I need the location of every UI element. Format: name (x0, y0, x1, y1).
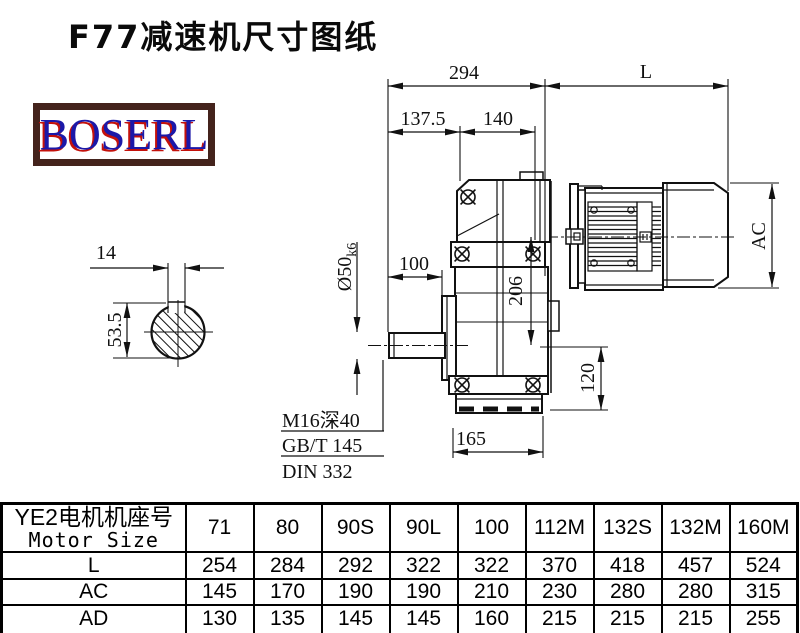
row-label: L (0, 551, 187, 581)
column-header: 90L (388, 502, 459, 554)
table-row-L: L 254 284 292 322 322 370 418 457 524 (0, 551, 799, 581)
table-cell: 284 (252, 551, 323, 581)
table-header-row: YE2电机机座号 Motor Size 71 80 90S 90L 100 11… (0, 502, 799, 554)
table-row-AC: AC 145 170 190 190 210 230 280 280 315 (0, 578, 799, 607)
table-cell: 322 (456, 551, 527, 581)
table-cell: 135 (252, 604, 323, 633)
dim-overall-width: 294 (449, 62, 479, 84)
column-header: 71 (184, 502, 255, 554)
row-label: AD (0, 604, 187, 633)
column-header: 90S (320, 502, 391, 554)
table-cell: 130 (184, 604, 255, 633)
table-cell: 524 (728, 551, 799, 581)
motor-fins (588, 206, 637, 267)
table-cell: 145 (184, 578, 255, 607)
column-header: 112M (524, 502, 595, 554)
dim-body-width: 140 (483, 108, 513, 130)
dim-center-height: 206 (505, 276, 527, 306)
table-cell: 190 (320, 578, 391, 607)
dim-base-width: 165 (456, 428, 486, 450)
dim-keyway-width: 14 (96, 242, 116, 264)
dimension-table: YE2电机机座号 Motor Size 71 80 90S 90L 100 11… (0, 502, 799, 633)
table-cell: 255 (728, 604, 799, 633)
motor-size-header-cell: YE2电机机座号 Motor Size (0, 502, 187, 554)
dimension-annotations: 294 L 137.5 140 100 206 120 165 AC (281, 61, 779, 483)
dim-shaft-length: 100 (399, 253, 429, 275)
table-row-AD: AD 130 135 145 145 160 215 215 215 255 (0, 604, 799, 633)
table-cell: 215 (524, 604, 595, 633)
dim-motor-height: AC (748, 222, 770, 250)
table-cell: 145 (320, 604, 391, 633)
column-header: 100 (456, 502, 527, 554)
table-cell: 254 (184, 551, 255, 581)
page-title: F77减速机尺寸图纸 (68, 18, 379, 56)
table-cell: 210 (456, 578, 527, 607)
table-cell: 215 (660, 604, 731, 633)
shaft-section-view: 14 53.5 (90, 242, 224, 367)
table-cell: 230 (524, 578, 595, 607)
dim-base-height: 120 (577, 363, 599, 393)
dim-keyway-height: 53.5 (104, 313, 126, 348)
motor-fan-cowl (662, 182, 729, 288)
brand-logo: BOSERL (33, 103, 215, 166)
note-standard-gbt: GB/T 145 (282, 435, 362, 457)
table-cell: 418 (592, 551, 663, 581)
gearbox-outline (368, 171, 560, 414)
table-cell: 280 (592, 578, 663, 607)
note-standard-din: DIN 332 (282, 461, 353, 483)
note-tapped-hole: M16深40 (282, 409, 360, 432)
table-cell: 145 (388, 604, 459, 633)
brand-logo-text: BOSERL (39, 109, 209, 159)
table-cell: 190 (388, 578, 459, 607)
dim-flange-offset: 137.5 (401, 108, 446, 130)
table-cell: 215 (592, 604, 663, 633)
table-cell: 322 (388, 551, 459, 581)
table-cell: 160 (456, 604, 527, 633)
motor-size-header-en: Motor Size (28, 528, 159, 553)
motor-outline (523, 182, 737, 291)
column-header: 80 (252, 502, 323, 554)
table-cell: 170 (252, 578, 323, 607)
column-header: 132S (592, 502, 663, 554)
table-cell: 457 (660, 551, 731, 581)
column-header: 132M (660, 502, 731, 554)
table-cell: 315 (728, 578, 799, 607)
dim-shaft-diameter: Ø50k6 (334, 243, 360, 291)
row-label: AC (0, 578, 187, 607)
table-cell: 292 (320, 551, 391, 581)
motor-size-header-cn: YE2电机机座号 (14, 504, 173, 530)
keyway-slot (168, 302, 185, 313)
technical-drawing: 14 53.5 294 L (90, 61, 779, 483)
table-cell: 370 (524, 551, 595, 581)
column-header: 160M (728, 502, 799, 554)
table-cell: 280 (660, 578, 731, 607)
dim-motor-length: L (640, 61, 652, 83)
